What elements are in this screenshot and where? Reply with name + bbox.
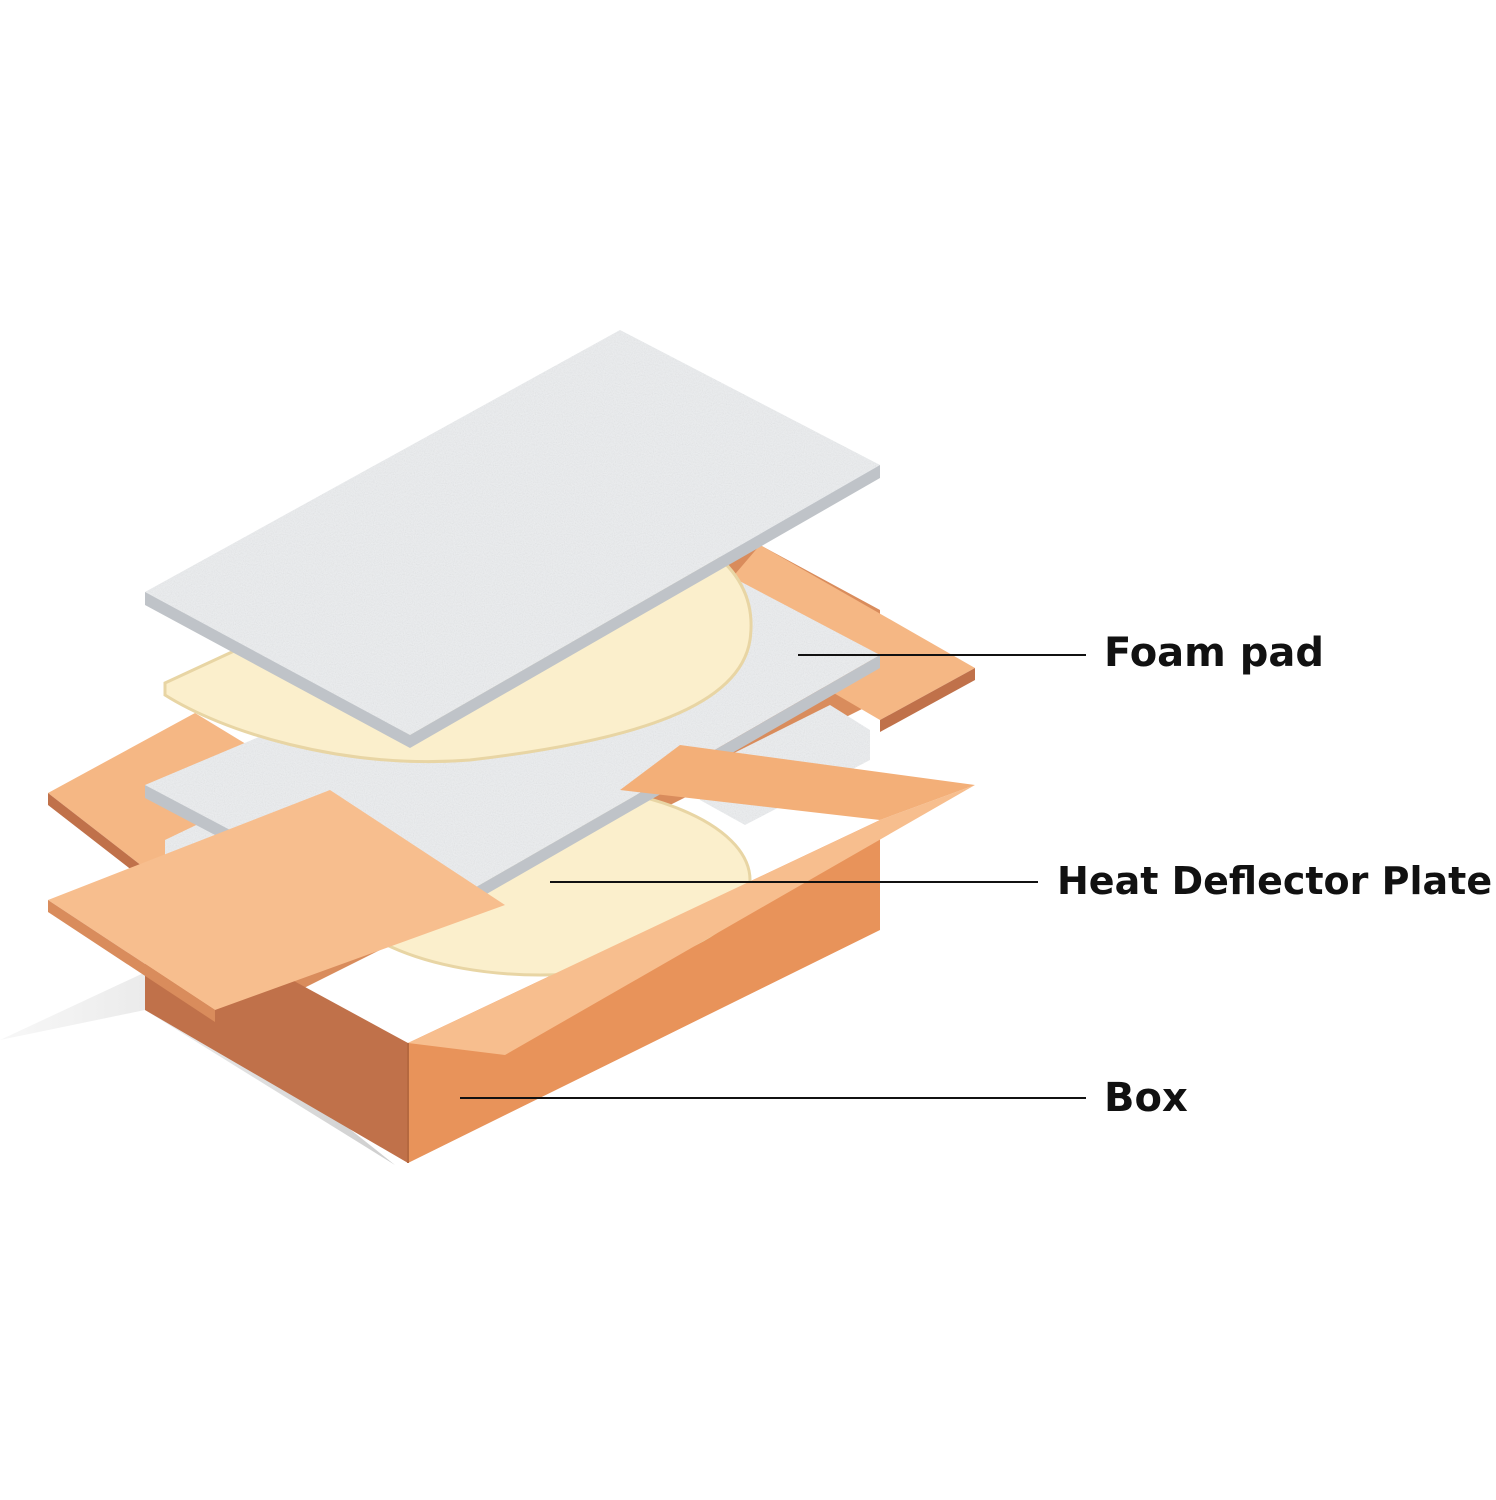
heat-deflector-plate-label: Heat Deflector Plate [1057, 859, 1493, 903]
foam-pad-label: Foam pad [1104, 630, 1325, 676]
box-back-flap [700, 545, 975, 720]
box-front-flap [48, 790, 505, 1010]
top-foam-pad-edge-right [410, 465, 880, 748]
box-front-flap-edge [48, 900, 215, 1022]
box-label: Box [1104, 1075, 1188, 1121]
top-foam-pad-edge-left [145, 592, 410, 748]
box-shadow [0, 970, 395, 1165]
top-foam-pad [145, 330, 880, 735]
heat-deflector-plate-edge-front [410, 655, 880, 938]
box-right-flap [408, 785, 975, 1055]
box-right-flap-top [620, 745, 975, 820]
box-back-flap-edge [880, 668, 975, 732]
